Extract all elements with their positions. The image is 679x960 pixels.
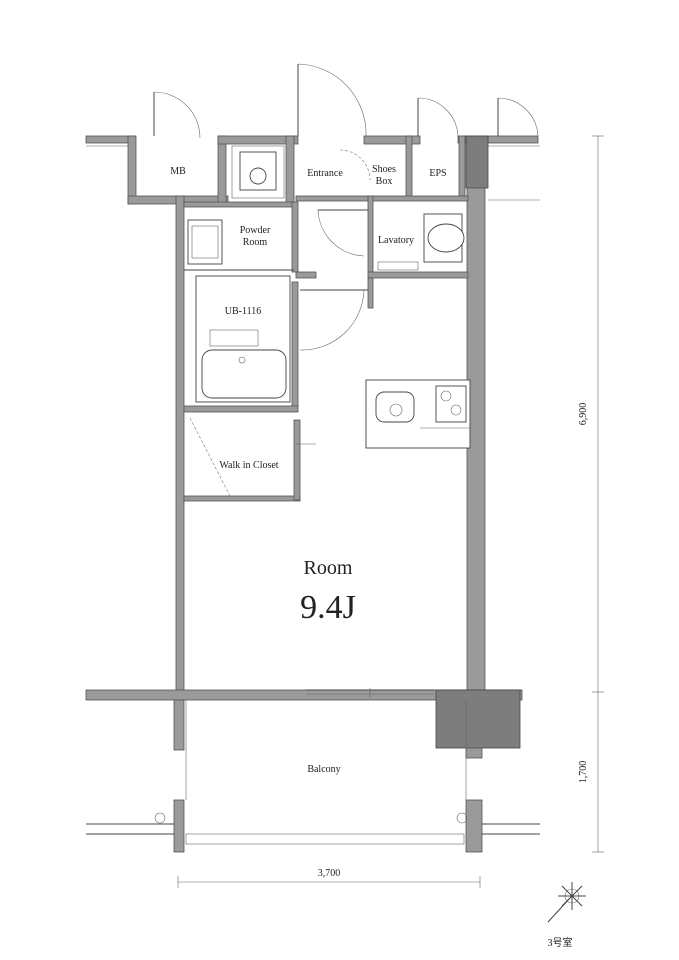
label-balcony: Balcony: [307, 764, 340, 775]
label-room-size: 9.4J: [300, 589, 356, 626]
fixtures: [86, 145, 540, 845]
label-shoes-box-line1: Shoes: [372, 164, 396, 175]
label-entrance: Entrance: [307, 168, 343, 179]
corridor-walls: [85, 135, 540, 205]
label-mb: MB: [170, 166, 186, 177]
label-powder-room-line2: Room: [243, 237, 268, 248]
dimension-lines: 6,900 1,700 3,700: [177, 135, 604, 888]
label-powder-room-line1: Powder: [240, 225, 271, 236]
label-room-name: Room: [304, 557, 353, 579]
label-lavatory: Lavatory: [378, 235, 414, 246]
interior-partitions: [183, 195, 469, 502]
dimension-balcony-depth: 1,700: [578, 761, 589, 784]
compass-icon: 3号室: [548, 882, 586, 949]
room-labels: MB Entrance Shoes Box EPS Powder Room La…: [170, 164, 446, 775]
dimension-width: 3,700: [318, 868, 341, 879]
doors: [153, 63, 539, 698]
unit-label: 3号室: [548, 936, 573, 949]
unit-walls: [85, 187, 523, 853]
label-walk-in-closet: Walk in Closet: [219, 460, 278, 471]
label-shoes-box-line2: Box: [376, 176, 393, 187]
label-eps: EPS: [429, 168, 446, 179]
dimension-room-depth: 6,900: [578, 403, 589, 426]
label-unit-bath: UB-1116: [225, 306, 261, 317]
